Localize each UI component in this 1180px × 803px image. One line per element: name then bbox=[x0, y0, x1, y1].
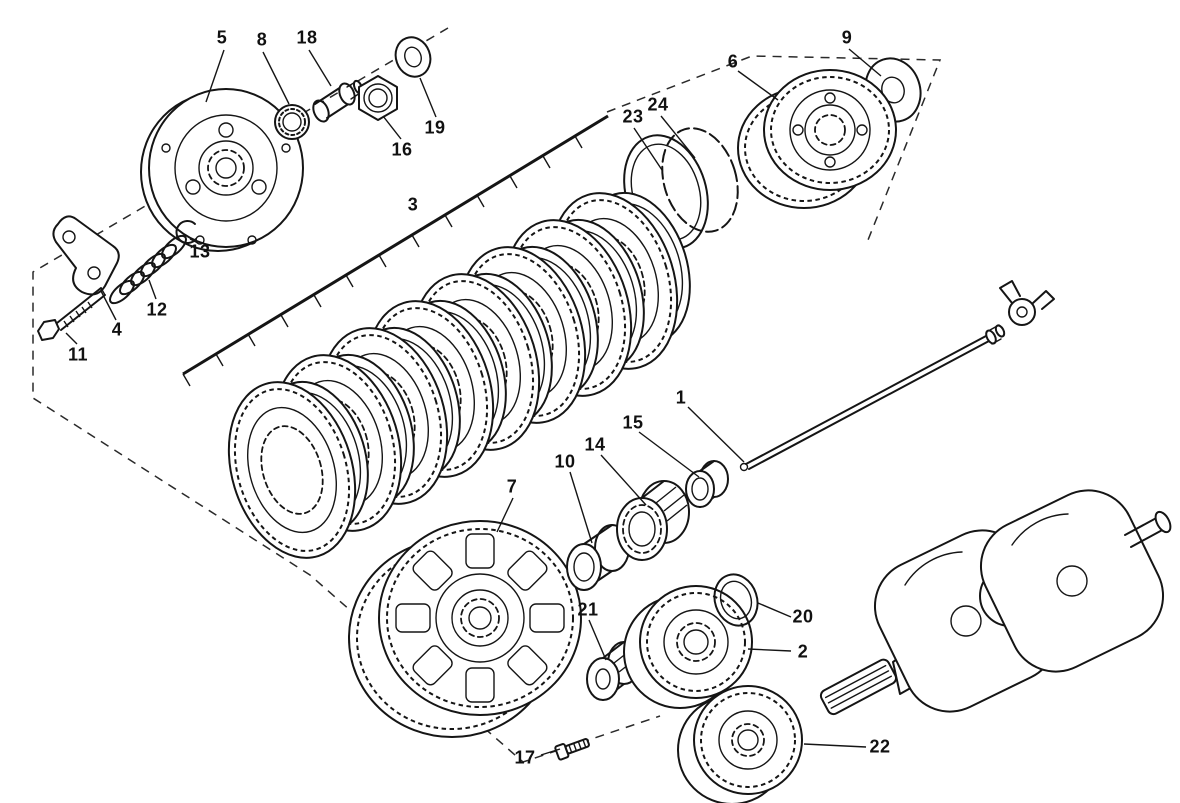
callout-4: 4 bbox=[111, 319, 123, 340]
callout-19: 19 bbox=[424, 117, 446, 138]
callout-8: 8 bbox=[256, 29, 268, 50]
callout-12: 12 bbox=[146, 299, 168, 320]
callout-10: 10 bbox=[554, 451, 576, 472]
callout-17: 17 bbox=[514, 747, 536, 768]
clutch-basket bbox=[348, 520, 582, 738]
needle-bearing bbox=[616, 480, 690, 561]
pack-bracket-line bbox=[182, 114, 609, 387]
crankshaft bbox=[819, 489, 1172, 716]
callout-11: 11 bbox=[67, 344, 89, 365]
callout-1: 1 bbox=[675, 387, 687, 408]
spacer-sleeve bbox=[566, 524, 630, 591]
leader-lines bbox=[65, 48, 882, 756]
callout-3: 3 bbox=[407, 194, 419, 215]
callout-16: 16 bbox=[391, 139, 413, 160]
primary-driven-gear bbox=[623, 585, 753, 709]
screw bbox=[554, 738, 590, 761]
clutch-hub bbox=[737, 69, 897, 209]
shim-ring bbox=[713, 573, 759, 627]
ball-bearing bbox=[274, 104, 310, 140]
wave-spring-ring bbox=[661, 127, 739, 233]
spacer-shaft bbox=[312, 79, 364, 123]
callout-22: 22 bbox=[869, 736, 891, 757]
spring-retainer-plate bbox=[52, 215, 120, 296]
callout-14: 14 bbox=[584, 434, 606, 455]
callout-5: 5 bbox=[216, 27, 228, 48]
bolt bbox=[37, 287, 106, 341]
pressure-plate bbox=[140, 88, 304, 252]
callout-20: 20 bbox=[792, 606, 814, 627]
gear-22 bbox=[677, 685, 803, 803]
callout-15: 15 bbox=[622, 412, 644, 433]
callout-18: 18 bbox=[296, 27, 318, 48]
callout-6: 6 bbox=[727, 51, 739, 72]
guide-lines bbox=[32, 27, 942, 763]
callout-7: 7 bbox=[506, 476, 518, 497]
washer bbox=[394, 36, 432, 78]
callout-9: 9 bbox=[841, 27, 853, 48]
callout-23: 23 bbox=[622, 106, 644, 127]
callout-24: 24 bbox=[647, 94, 669, 115]
callout-21: 21 bbox=[577, 599, 599, 620]
circlip bbox=[175, 220, 197, 245]
lock-nut bbox=[358, 75, 398, 121]
callout-13: 13 bbox=[189, 241, 211, 262]
clutch-spring bbox=[109, 234, 187, 305]
spacer-ring bbox=[685, 460, 729, 508]
callout-2: 2 bbox=[797, 641, 809, 662]
clutch-pushrod bbox=[739, 280, 1055, 472]
